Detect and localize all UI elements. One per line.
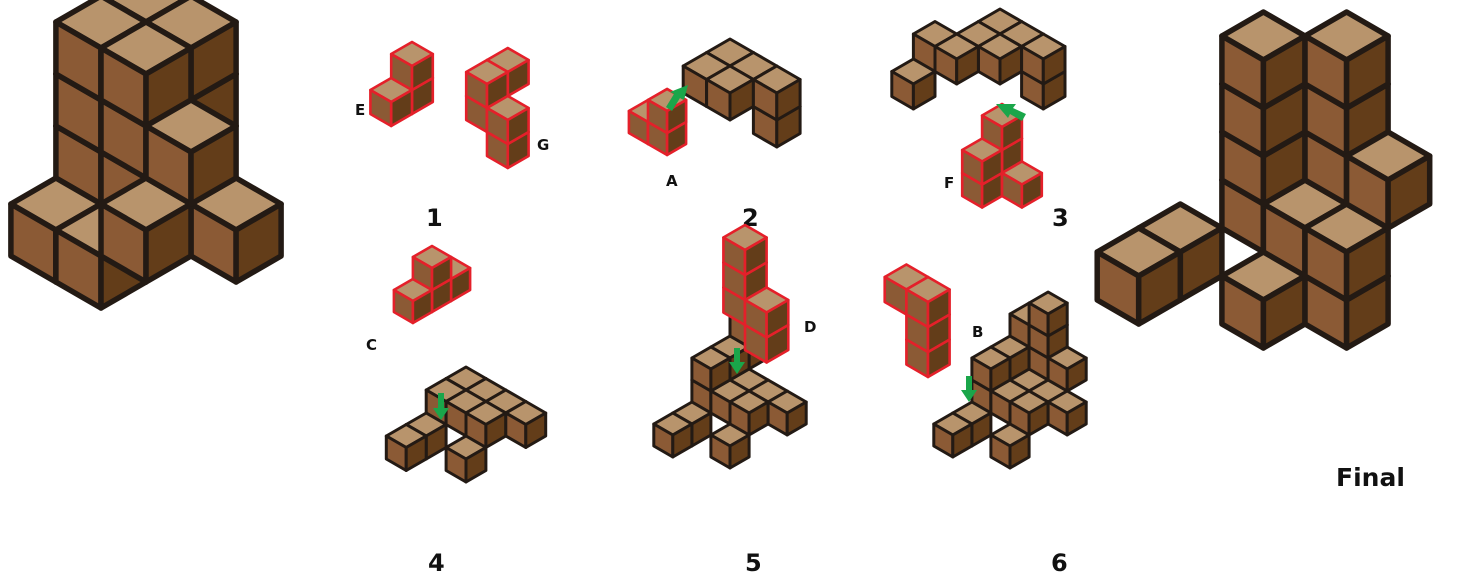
cube-block — [1029, 292, 1067, 336]
cube-block — [1002, 162, 1042, 208]
piece-g-label: G — [537, 136, 549, 154]
step-1: E G 1 — [355, 42, 549, 232]
cube-block — [711, 424, 749, 468]
piece-b-label: B — [972, 323, 983, 341]
piece-e-label: E — [355, 101, 365, 119]
piece-g — [466, 48, 528, 168]
step-2: A 2 — [629, 39, 800, 232]
cube-block — [978, 34, 1021, 84]
piece-e — [370, 42, 432, 126]
cube-block — [1048, 347, 1086, 391]
piece-f — [962, 104, 1042, 208]
step-2-base-assembly — [683, 39, 800, 147]
piece-f-label: F — [944, 174, 954, 192]
step-4-label: 4 — [428, 549, 445, 577]
cube-block — [391, 42, 433, 90]
cube-block — [654, 413, 692, 457]
piece-c — [394, 246, 470, 323]
step-3-label: 3 — [1052, 204, 1069, 232]
cube-block — [745, 288, 788, 338]
cube-block — [753, 66, 800, 120]
piece-d-label: D — [804, 318, 816, 336]
step-6-base-assembly — [934, 292, 1086, 468]
cube-block — [935, 34, 978, 84]
cube-block — [723, 225, 766, 275]
cube-block — [906, 277, 949, 327]
cube-block — [692, 347, 730, 391]
piece-c-label: C — [366, 336, 377, 354]
step-6: B 6 — [885, 265, 1086, 578]
final-label: Final — [1336, 463, 1405, 492]
cube-block — [487, 96, 529, 144]
piece-b — [885, 265, 950, 378]
cube-block — [446, 436, 486, 482]
cube-block — [1222, 12, 1305, 108]
cube-block — [1347, 132, 1430, 228]
final-assembly — [1097, 12, 1430, 348]
cube-block — [707, 66, 754, 120]
step-3-base-assembly — [892, 9, 1065, 109]
cube-block — [146, 100, 236, 204]
step-3: F 3 — [892, 9, 1069, 232]
cube-block — [962, 139, 1002, 185]
cube-block — [1048, 391, 1086, 435]
piece-a-label: A — [666, 172, 678, 190]
cube-block — [1022, 34, 1065, 84]
step-6-label: 6 — [1051, 549, 1068, 577]
cube-block — [506, 402, 546, 448]
step-1-label: 1 — [426, 204, 443, 232]
step-5: D 5 — [654, 225, 817, 577]
step-4-base-assembly — [386, 367, 545, 482]
cube-block — [972, 347, 1010, 391]
step-4: C 4 — [366, 246, 546, 577]
cube-block — [1222, 252, 1305, 348]
cube-block — [386, 425, 426, 471]
assembled-puzzle-overview — [11, 0, 281, 308]
cube-block — [1305, 12, 1388, 108]
step-5-label: 5 — [745, 549, 762, 577]
cube-block — [934, 413, 972, 457]
cube-block — [892, 59, 935, 109]
cube-block — [991, 424, 1029, 468]
cube-block — [768, 391, 806, 435]
cube-block — [1097, 228, 1180, 324]
cube-block — [413, 246, 451, 290]
